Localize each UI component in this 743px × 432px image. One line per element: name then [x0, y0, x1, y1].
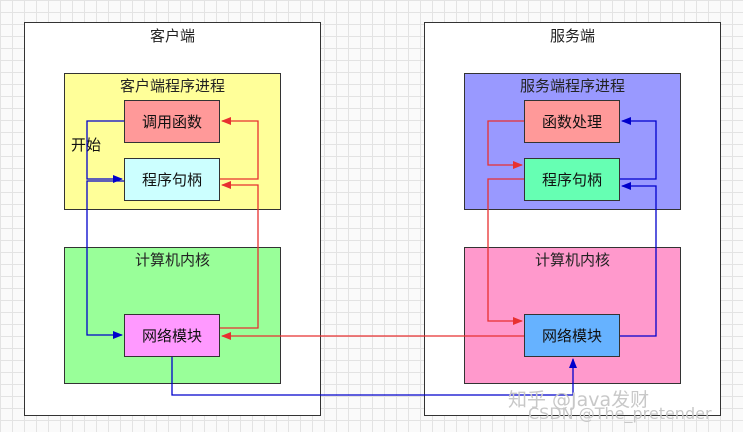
client-title: 客户端 — [149, 27, 195, 45]
client-net-to-server-net-arrow — [171, 357, 577, 396]
client-handle-to-net-arrow — [86, 180, 124, 339]
client-handle-to-call-arrow — [220, 117, 259, 180]
client-call-function-node: 调用函数 — [124, 100, 220, 143]
server-handle-to-fn-arrow — [620, 117, 657, 180]
server-function-process-node: 函数处理 — [524, 100, 620, 143]
server-title: 服务端 — [549, 27, 595, 45]
client-net-to-handle-arrow — [220, 181, 259, 329]
client-process-title: 客户端程序进程 — [119, 77, 225, 95]
client-network-module-node: 网络模块 — [124, 314, 220, 357]
client-kernel-title: 计算机内核 — [134, 251, 210, 269]
server-kernel-title: 计算机内核 — [534, 251, 610, 269]
zhihu-watermark: 知乎 @Java发财 — [508, 389, 650, 411]
server-handle-to-net-arrow — [487, 178, 524, 325]
server-network-module-node: 网络模块 — [524, 314, 620, 357]
start-label: 开始 — [70, 134, 103, 155]
client-start-arrow — [86, 120, 124, 183]
server-fn-to-handle-arrow — [487, 120, 524, 169]
server-process-title: 服务端程序进程 — [519, 77, 625, 95]
client-handle-node: 程序句柄 — [124, 158, 220, 201]
csdn-watermark: CSDN @The_pretender — [528, 404, 712, 423]
server-net-to-handle-arrow — [620, 182, 657, 337]
server-handle-node: 程序句柄 — [524, 158, 620, 201]
